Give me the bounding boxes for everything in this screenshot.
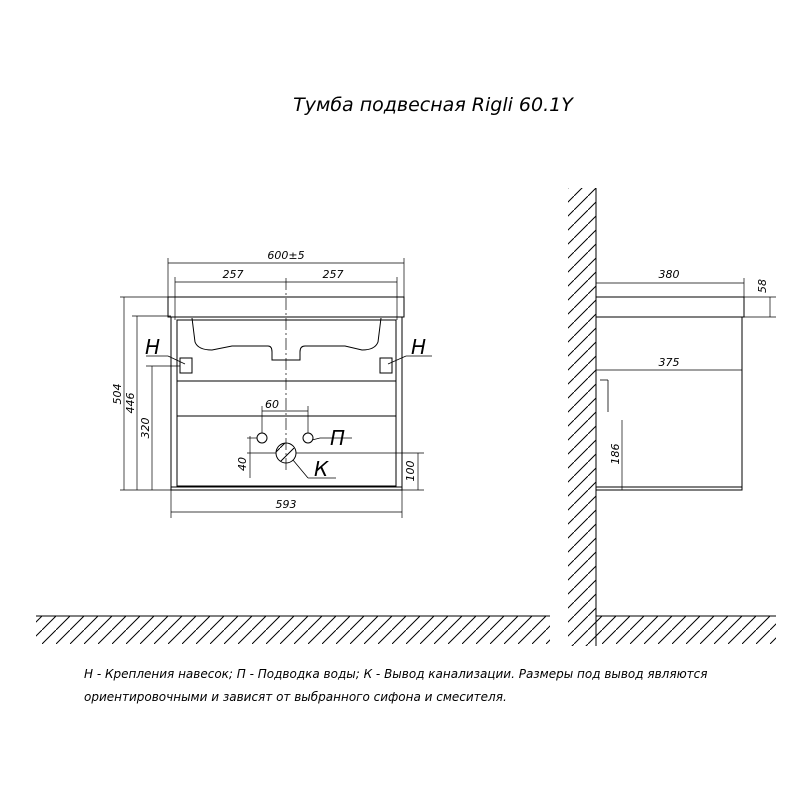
label-hanger-left: Н <box>145 335 160 359</box>
side-body <box>595 316 743 491</box>
dim-bottom-width: 593 <box>276 498 297 511</box>
cabinet-body <box>170 316 403 491</box>
hanger-bracket-left <box>179 357 193 374</box>
label-hanger-right: Н <box>411 335 426 359</box>
label-drain: К <box>314 457 329 481</box>
legend-note: Н - Крепления навесок; П - Подводка воды… <box>84 663 784 709</box>
side-top <box>595 296 745 318</box>
cabinet-inner <box>176 319 397 487</box>
front-view <box>120 258 432 518</box>
dim-right-half: 257 <box>323 268 344 281</box>
legend-note-line-2: ориентировочными и зависят от выбранного… <box>84 690 507 704</box>
dim-drain-height: 100 <box>404 461 417 482</box>
dim-drawer-height: 186 <box>609 444 622 465</box>
side-view <box>568 188 776 646</box>
drawing-title: Тумба подвесная Rigli 60.1Y <box>293 94 574 116</box>
label-water: П <box>330 426 345 450</box>
dim-pipe-spacing: 60 <box>265 398 279 411</box>
legend-note-line-1: Н - Крепления навесок; П - Подводка воды… <box>84 667 708 681</box>
dim-total-width: 600±5 <box>267 249 304 262</box>
dim-height-mount: 446 <box>124 393 137 414</box>
dim-drain-offset: 40 <box>236 457 249 471</box>
floor-hatch-right <box>596 616 776 644</box>
dim-height-water: 320 <box>139 418 152 439</box>
floor-hatch-left <box>36 616 550 644</box>
water-inlet-right <box>302 432 314 444</box>
dim-height-total: 504 <box>111 384 124 405</box>
wall-hatch <box>568 188 596 646</box>
dim-left-half: 257 <box>223 268 244 281</box>
dim-depth-top: 380 <box>659 268 680 281</box>
water-inlet-left <box>256 432 268 444</box>
dim-top-thickness: 58 <box>756 279 769 293</box>
floor <box>36 615 776 644</box>
dim-depth-body: 375 <box>659 356 680 369</box>
hanger-bracket-right <box>379 357 393 374</box>
basin-bowl <box>191 317 382 361</box>
